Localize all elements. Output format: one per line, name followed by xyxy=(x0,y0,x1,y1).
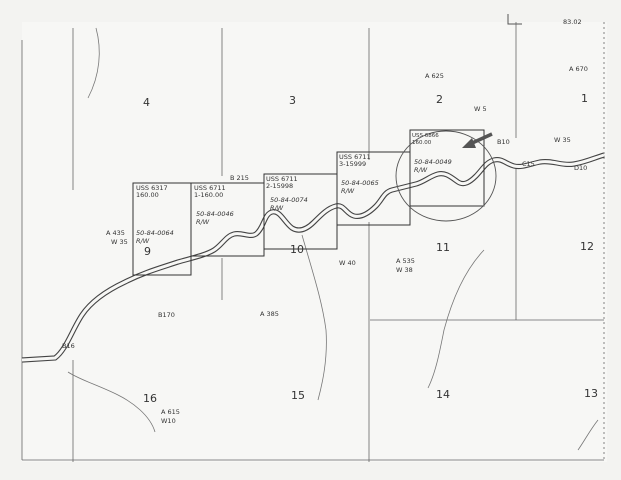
highlight-circle xyxy=(395,130,497,222)
parcel-case: 50-84-0064 xyxy=(136,229,174,237)
code-label: A 625 xyxy=(425,72,444,80)
creek-line xyxy=(87,27,100,99)
code-label: W 5 xyxy=(474,105,487,113)
code-label: B16 xyxy=(62,342,75,350)
code-label: W10 xyxy=(161,417,176,425)
code-label: A 615 xyxy=(161,408,180,416)
parcel-label-4: USS 6711 3-15999 50-84-0065 R/W xyxy=(339,153,379,195)
creek-line xyxy=(577,419,599,451)
code-label: B10 xyxy=(497,138,510,146)
parcel-case: 50-84-0046 xyxy=(196,210,234,218)
parcel-case: 50-84-0065 xyxy=(341,179,379,187)
code-label: B 215 xyxy=(230,174,249,182)
creek-line xyxy=(301,234,327,401)
parcel-box-uss-6866 xyxy=(409,129,485,207)
parcel-survey: USS 6317 xyxy=(136,184,168,192)
section-number-10: 10 xyxy=(290,243,304,256)
code-label: C15 xyxy=(522,160,535,168)
parcel-rw: R/W xyxy=(270,204,284,212)
parcel-rw: R/W xyxy=(341,187,355,195)
code-label: A 435 xyxy=(106,229,125,237)
section-numbers: 1 2 3 4 9 10 11 12 13 14 15 16 xyxy=(143,92,598,405)
river-water xyxy=(21,153,605,362)
section-number-11: 11 xyxy=(436,241,450,254)
parcel-survey: USS 6711 xyxy=(339,153,371,161)
parcel-survey: USS 6711 xyxy=(194,184,226,192)
map-sheet xyxy=(22,22,607,462)
section-number-16: 16 xyxy=(143,392,157,405)
section-number-12: 12 xyxy=(580,240,594,253)
parcel-rw: R/W xyxy=(414,166,428,174)
river xyxy=(21,152,605,363)
parcel-case: 50-84-0049 xyxy=(414,158,452,166)
parcel-boxes xyxy=(132,129,485,276)
section-grid xyxy=(21,22,605,462)
section-number-14: 14 xyxy=(436,388,450,401)
parcel-rw: R/W xyxy=(136,237,150,245)
code-label: W 38 xyxy=(396,266,413,274)
parcel-acres: 160.00 xyxy=(136,191,159,199)
section-number-2: 2 xyxy=(436,93,443,106)
code-label: A 535 xyxy=(396,257,415,265)
parcel-survey: USS 6711 xyxy=(266,175,298,183)
corner-tick xyxy=(507,14,522,25)
section-number-15: 15 xyxy=(291,389,305,402)
parcel-acres: 2-15998 xyxy=(266,182,293,190)
section-number-13: 13 xyxy=(584,387,598,400)
parcel-label-5: USS 6866 160.00 50-84-0049 R/W xyxy=(412,133,452,174)
parcel-acres: 3-15999 xyxy=(339,160,366,168)
corner-label: 83.02 xyxy=(563,18,582,26)
arrow-icon xyxy=(462,132,493,148)
code-label: W 35 xyxy=(554,136,571,144)
code-label: D10 xyxy=(574,164,587,172)
code-labels: 83.02 A 625 A 670 W 5 W 35 B10 C15 D10 B… xyxy=(62,18,588,425)
terrain-outlines xyxy=(67,27,599,451)
parcel-acres: 160.00 xyxy=(412,140,432,146)
parcel-label-2: USS 6711 1-160.00 50-84-0046 R/W xyxy=(194,184,234,226)
parcel-label-1: USS 6317 160.00 50-84-0064 R/W xyxy=(136,184,174,245)
section-number-3: 3 xyxy=(289,94,296,107)
parcel-case: 50-84-0074 xyxy=(270,196,308,204)
code-label: B170 xyxy=(158,311,175,319)
code-label: A 670 xyxy=(569,65,588,73)
code-label: W 35 xyxy=(111,238,128,246)
code-label: W 40 xyxy=(339,259,356,267)
parcel-rw: R/W xyxy=(196,218,210,226)
section-number-9: 9 xyxy=(144,245,151,258)
section-number-1: 1 xyxy=(581,92,588,105)
parcel-survey: USS 6866 xyxy=(412,133,439,139)
code-label: A 385 xyxy=(260,310,279,318)
parcel-acres: 1-160.00 xyxy=(194,191,223,199)
lake-outline xyxy=(67,371,156,433)
creek-line xyxy=(427,249,485,389)
parcel-label-3: USS 6711 2-15998 50-84-0074 R/W xyxy=(266,175,308,212)
section-number-4: 4 xyxy=(143,96,150,109)
